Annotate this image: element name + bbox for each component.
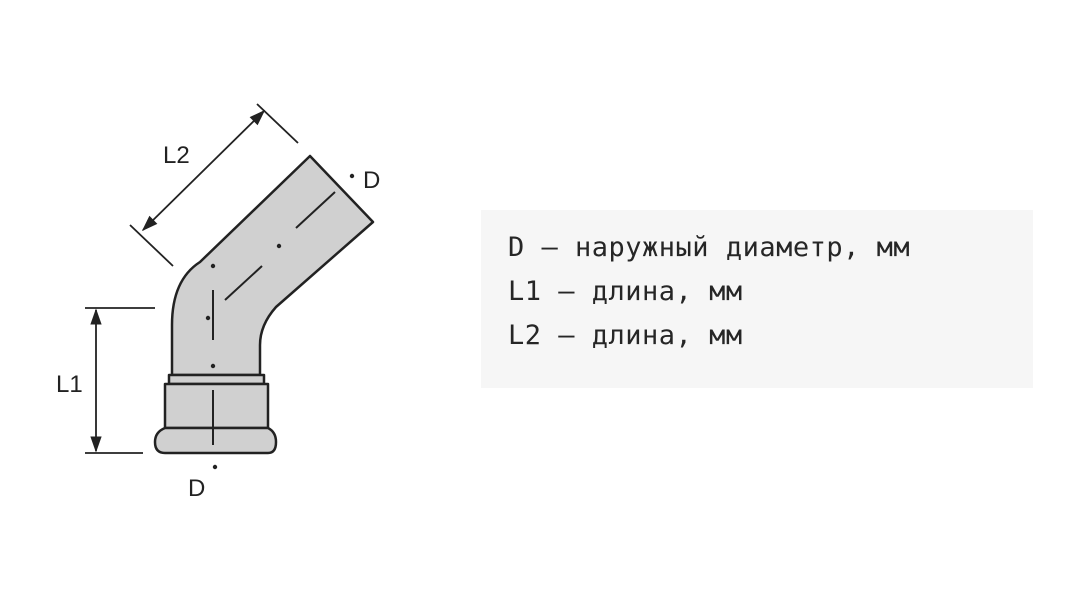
d-top-label: D [363, 167, 380, 194]
l2-dimension [129, 103, 299, 267]
l2-label: L2 [163, 142, 190, 169]
dimension-legend: D – наружный диаметр, мм L1 – длина, мм … [481, 210, 1033, 388]
center-lines [205, 173, 355, 470]
elbow-body [153, 154, 375, 455]
legend-line-l1: L1 – длина, мм [508, 276, 743, 307]
legend-line-d: D – наружный диаметр, мм [508, 232, 911, 263]
legend-line-l2: L2 – длина, мм [508, 320, 743, 351]
l1-label: L1 [56, 371, 83, 398]
d-bottom-label: D [188, 475, 205, 502]
l1-dimension [85, 307, 155, 454]
